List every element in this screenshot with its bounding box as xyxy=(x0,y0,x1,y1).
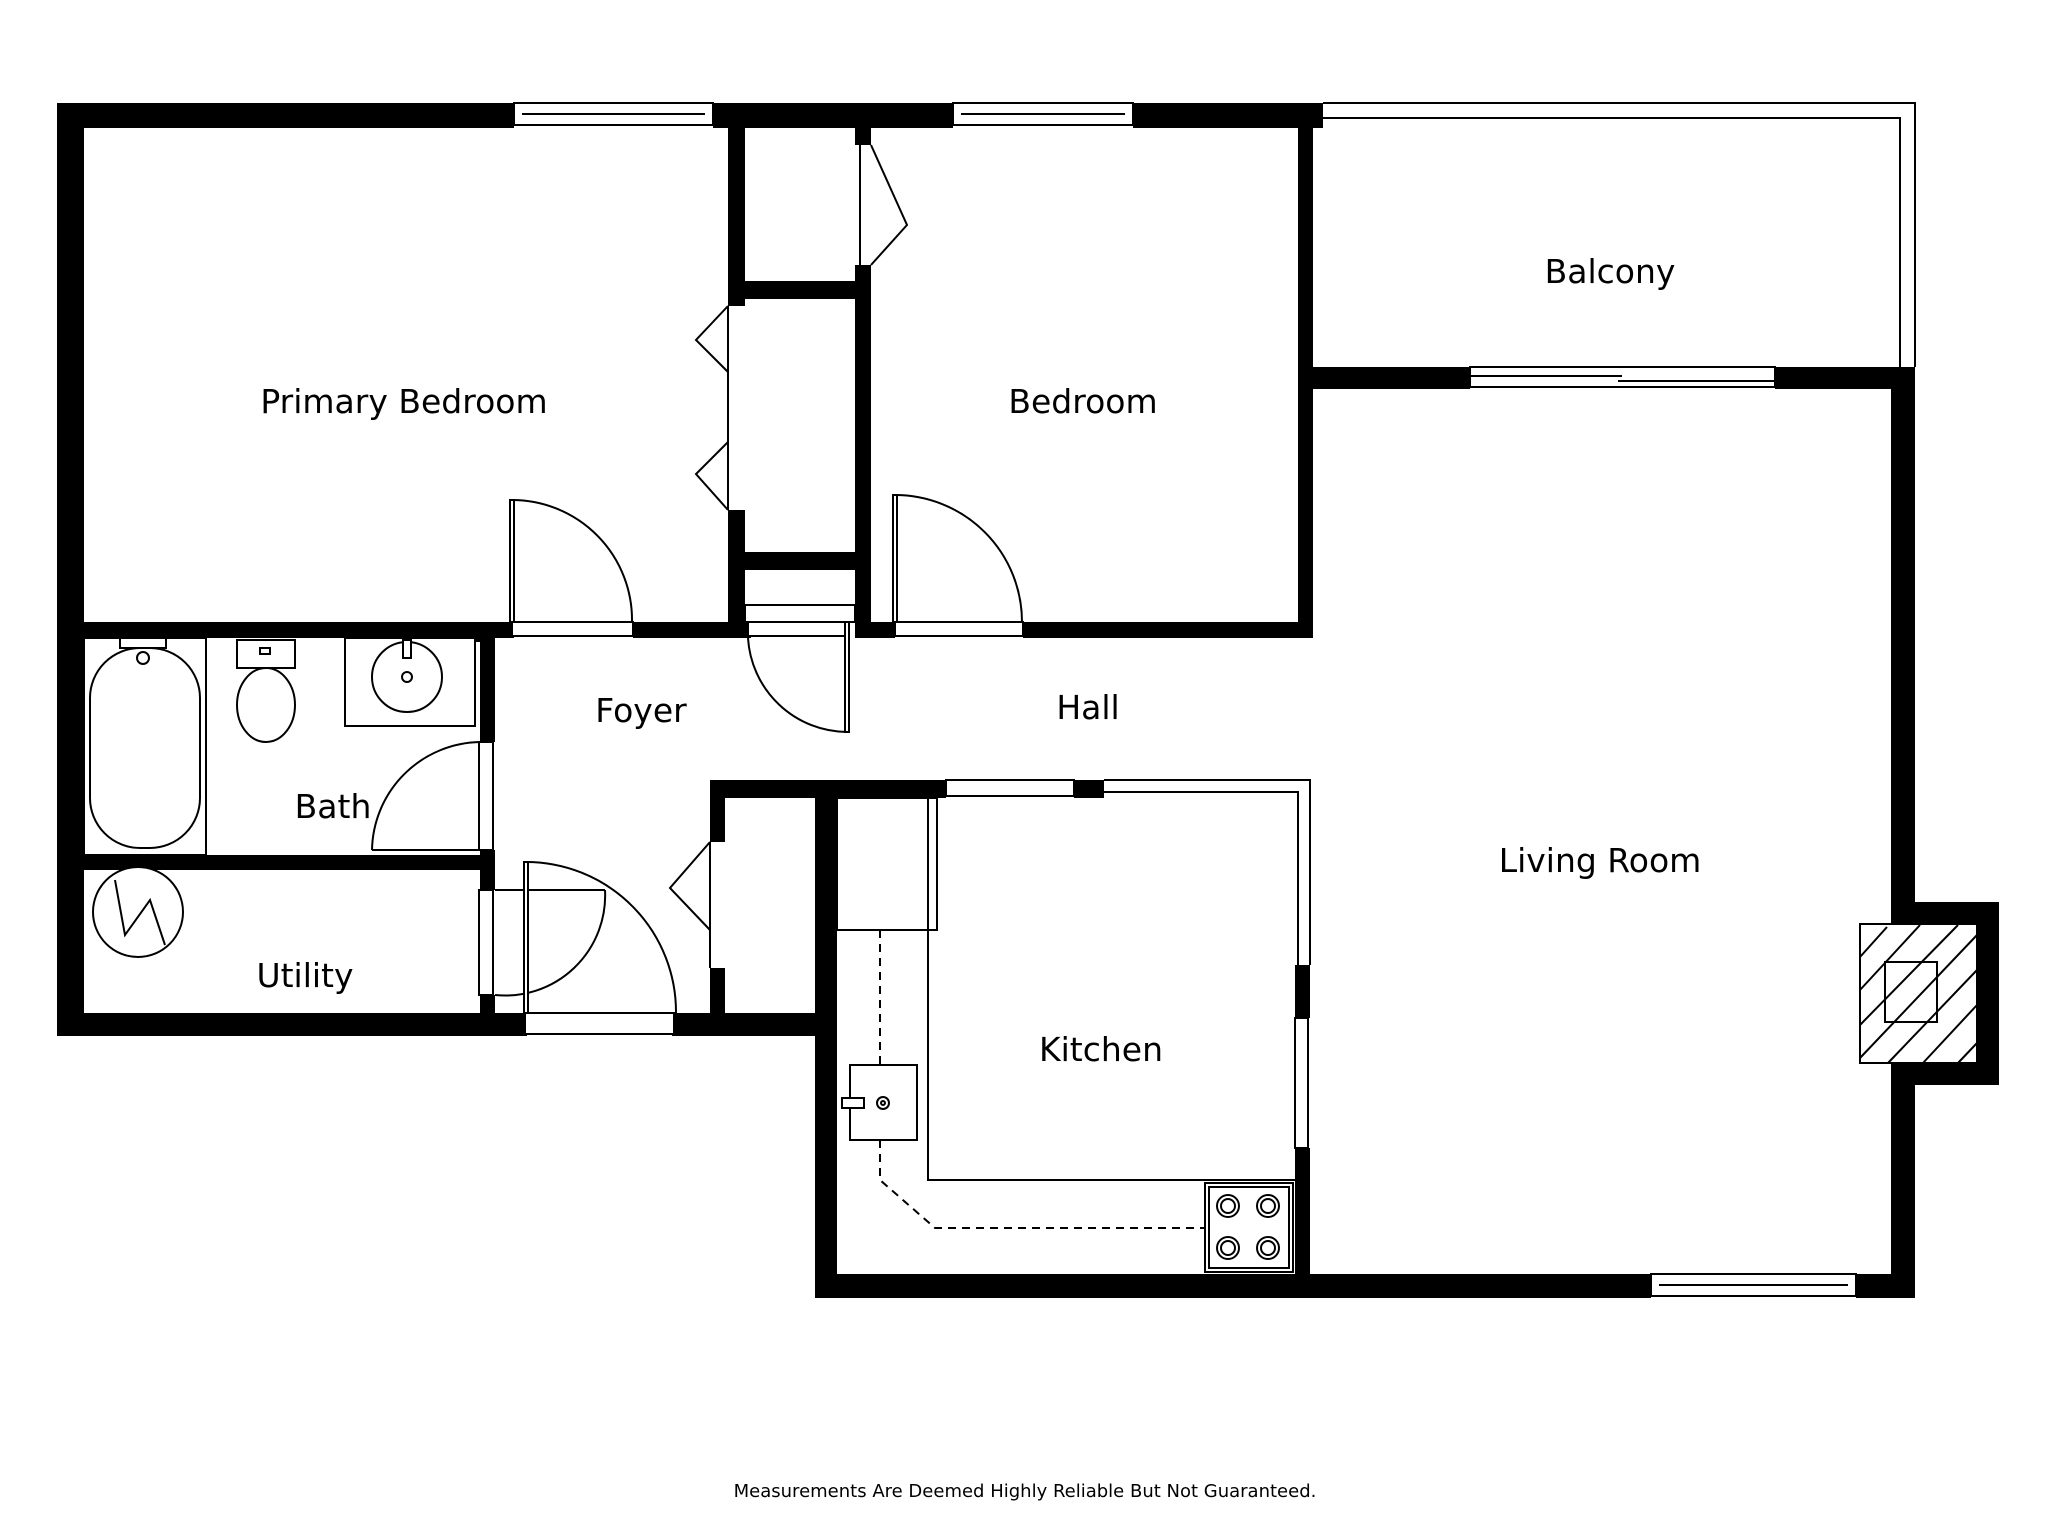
label-bedroom: Bedroom xyxy=(1008,382,1157,421)
wall-foyer-closet-left-b xyxy=(710,968,725,1036)
label-primary-bedroom: Primary Bedroom xyxy=(260,382,547,421)
wall-bath-right xyxy=(480,622,495,742)
label-living-room: Living Room xyxy=(1499,841,1702,880)
wall-bath-inner xyxy=(475,632,495,642)
wall-living-right-b xyxy=(1891,1080,1915,1298)
wall-closet-right xyxy=(855,103,871,145)
window-kitchen-right xyxy=(1294,1017,1309,1149)
wall-kitchen-top-b xyxy=(1074,780,1104,798)
door-utility[interactable] xyxy=(478,889,607,997)
door-bath[interactable] xyxy=(371,741,495,851)
label-bath: Bath xyxy=(295,787,372,826)
balcony-railing xyxy=(1323,102,1916,367)
wall-living-top-b xyxy=(1775,367,1915,389)
wall-outer-left xyxy=(57,103,84,1036)
wall-fireplace-top xyxy=(1891,902,1999,924)
walls xyxy=(57,103,1999,1298)
wall-bedroom-bottom xyxy=(855,622,895,638)
wall-bottom-mid xyxy=(672,1013,825,1036)
wall-kitchen-left xyxy=(815,780,837,1298)
wall-closet-right-b xyxy=(855,265,871,638)
wall-kitchen-top xyxy=(710,780,946,798)
wall-top-right xyxy=(1133,103,1323,128)
fixtures xyxy=(83,637,1978,1273)
kitchen-sink-icon xyxy=(841,1064,918,1141)
door-primary-closet[interactable] xyxy=(694,305,745,511)
stove-icon xyxy=(1204,1182,1294,1273)
label-kitchen: Kitchen xyxy=(1039,1030,1163,1069)
kitchen-counter xyxy=(836,779,1311,1181)
door-linen-closet[interactable] xyxy=(744,604,856,733)
wall-fireplace-bottom xyxy=(1891,1063,1999,1085)
fireplace-icon xyxy=(1859,923,1978,1064)
wall-primary-bottom xyxy=(57,622,514,638)
wall-bottom-right xyxy=(815,1274,1651,1298)
room-labels: Primary Bedroom Bedroom Balcony Foyer Ha… xyxy=(256,252,1701,1069)
wall-living-right xyxy=(1891,367,1915,907)
window-kitchen-top xyxy=(945,779,1075,797)
wall-top-left xyxy=(57,103,514,128)
doors xyxy=(371,144,1024,1036)
wall-closet-left xyxy=(728,103,745,306)
wall-kitchen-right-a xyxy=(1295,965,1310,1018)
label-utility: Utility xyxy=(256,956,353,995)
door-primary-bedroom[interactable] xyxy=(509,499,634,640)
door-entry[interactable] xyxy=(523,861,678,1036)
wall-bath-bottom xyxy=(57,855,495,870)
wall-living-top xyxy=(1313,367,1470,389)
wall-bedroom-right xyxy=(1298,103,1313,638)
label-balcony: Balcony xyxy=(1545,252,1676,291)
wall-kitchen-right-b xyxy=(1295,1148,1310,1298)
wall-bottom-left xyxy=(57,1013,527,1036)
wall-bottom-right-b xyxy=(1856,1274,1915,1298)
wall-primary-bottom-b xyxy=(633,622,751,638)
label-foyer: Foyer xyxy=(595,691,687,730)
wall-closet-shelf-1 xyxy=(728,281,871,299)
door-bedroom-closet[interactable] xyxy=(855,144,909,266)
windows xyxy=(513,102,1857,1297)
disclaimer-text: Measurements Are Deemed Highly Reliable … xyxy=(734,1481,1317,1502)
wall-fireplace-right xyxy=(1977,902,1999,1085)
label-hall: Hall xyxy=(1056,688,1119,727)
wall-foyer-closet-left xyxy=(710,780,725,842)
wall-closet-left-b xyxy=(728,510,745,638)
wall-bedroom-bottom-b xyxy=(1023,622,1313,638)
water-heater-icon xyxy=(92,866,184,958)
door-bedroom[interactable] xyxy=(892,494,1024,640)
bath-sink-icon xyxy=(344,637,476,727)
wall-closet-shelf-2 xyxy=(728,552,871,570)
wall-top-mid xyxy=(713,103,953,128)
door-foyer-closet[interactable] xyxy=(668,841,725,968)
bathtub-icon xyxy=(83,637,207,856)
toilet-icon xyxy=(236,639,296,743)
wall-bath-right-c xyxy=(480,995,495,1036)
upper-cabinets xyxy=(879,930,1205,1229)
